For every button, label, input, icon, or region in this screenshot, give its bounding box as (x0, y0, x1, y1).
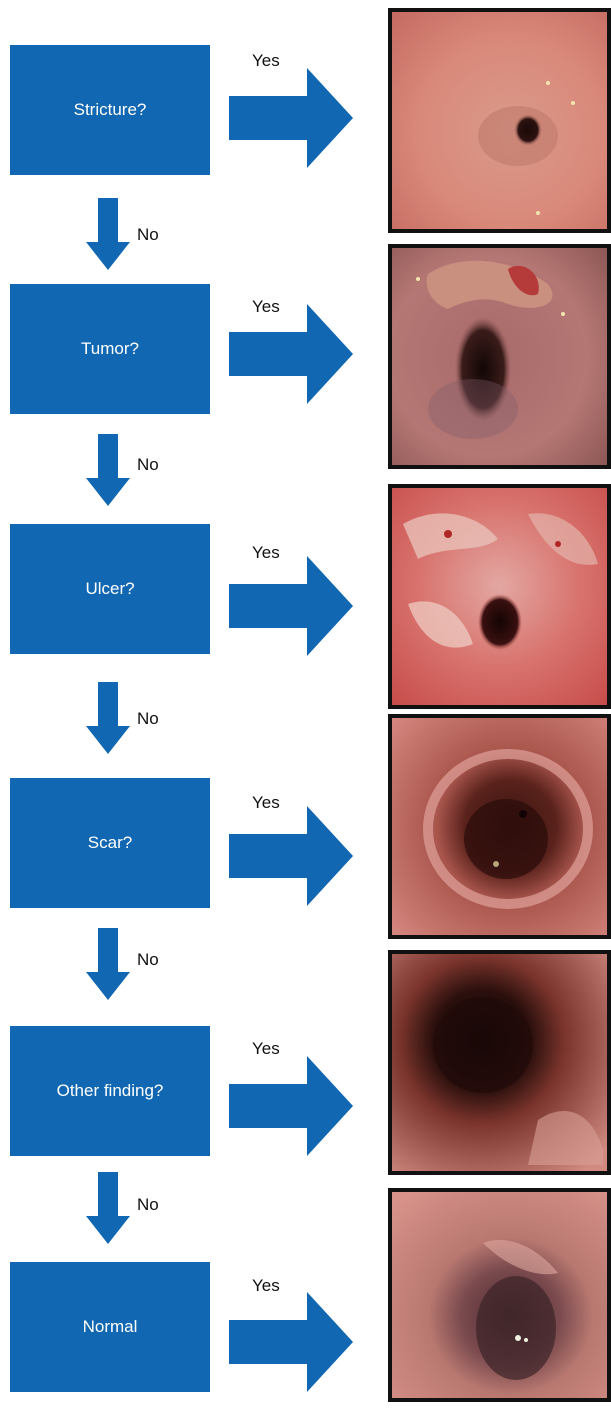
decision-label: Other finding? (57, 1081, 164, 1101)
endoscopy-scar-photo (388, 714, 611, 939)
endoscopy-normal-photo (388, 1188, 611, 1402)
yes-arrow-icon (229, 1056, 353, 1156)
endoscopy-stricture-photo (388, 8, 611, 233)
endoscopy-other-photo (388, 950, 611, 1175)
decision-box-normal: Normal (10, 1262, 210, 1392)
flow-row-ulcer: Ulcer? Yes (0, 472, 611, 708)
decision-label: Tumor? (81, 339, 139, 359)
decision-box-tumor: Tumor? (10, 284, 210, 414)
decision-label: Normal (83, 1317, 138, 1337)
flow-row-scar: Scar? Yes (0, 708, 611, 944)
decision-label: Scar? (88, 833, 132, 853)
endoscopy-ulcer-photo (388, 484, 611, 709)
yes-arrow-icon (229, 1292, 353, 1392)
decision-box-ulcer: Ulcer? (10, 524, 210, 654)
decision-label: Stricture? (74, 100, 147, 120)
yes-arrow-icon (229, 556, 353, 656)
decision-box-scar: Scar? (10, 778, 210, 908)
decision-box-stricture: Stricture? (10, 45, 210, 175)
decision-box-other: Other finding? (10, 1026, 210, 1156)
yes-arrow-icon (229, 68, 353, 168)
yes-arrow-icon (229, 806, 353, 906)
flow-row-other: Other finding? Yes (0, 944, 611, 1180)
flow-row-normal: Normal Yes (0, 1180, 611, 1416)
decision-label: Ulcer? (85, 579, 134, 599)
endoscopy-tumor-photo (388, 244, 611, 469)
yes-arrow-icon (229, 304, 353, 404)
